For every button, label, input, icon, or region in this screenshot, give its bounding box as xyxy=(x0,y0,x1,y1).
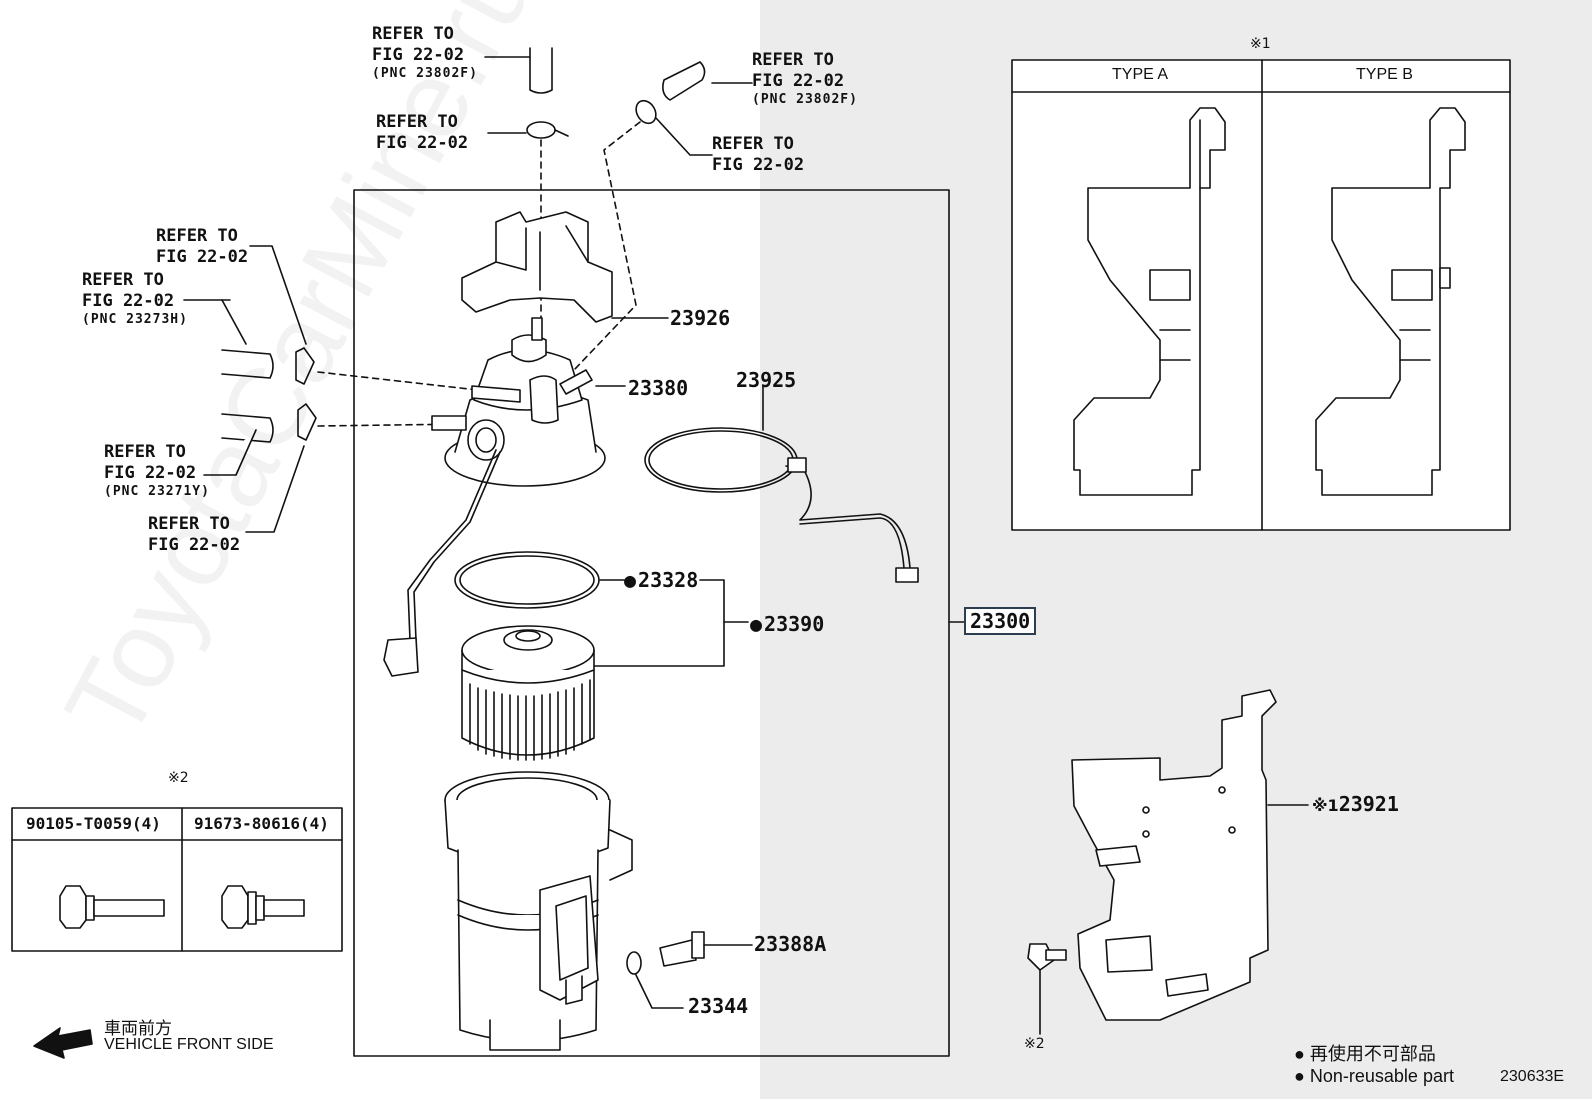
bracket-23921 xyxy=(1071,689,1309,1021)
bracket-type-a xyxy=(1073,107,1226,496)
filter-element xyxy=(461,625,595,761)
part-23388A: 23388A xyxy=(754,932,827,956)
part-23344: 23344 xyxy=(688,994,749,1018)
part-23328: 23328 xyxy=(624,568,698,592)
drain-plug xyxy=(659,931,753,967)
filter-head xyxy=(431,317,626,487)
bracket-bolt xyxy=(1027,943,1067,1035)
right-clamp xyxy=(635,99,713,156)
type-b-header: TYPE B xyxy=(1356,66,1413,83)
note1-mark: ※1 xyxy=(1250,36,1271,52)
sensor-wire-left xyxy=(383,449,501,677)
note1-label-mark: ※1 xyxy=(1312,796,1339,815)
bolt-table xyxy=(11,807,343,952)
direction-en: VEHICLE FRONT SIDE xyxy=(104,1036,274,1053)
legend-dot-icon: ● xyxy=(1294,1044,1310,1064)
part-23300-assembly: 23300 xyxy=(964,607,1037,635)
filter-bowl xyxy=(444,771,633,1051)
non-reusable-dot-icon xyxy=(624,568,638,592)
filter-cap-cover xyxy=(461,211,669,323)
part-23390: 23390 xyxy=(750,612,824,636)
type-a-header: TYPE A xyxy=(1112,66,1169,83)
small-oring xyxy=(626,951,684,1009)
figure-code: 230633E xyxy=(1500,1068,1565,1085)
legend-en: ● Non-reusable part xyxy=(1294,1066,1454,1086)
front-arrow xyxy=(33,1027,93,1059)
non-reusable-dot-icon xyxy=(750,612,764,636)
part-23380: 23380 xyxy=(628,376,689,400)
direction-jp: 車両前方 xyxy=(104,1019,172,1038)
part-23925: 23925 xyxy=(736,368,797,392)
bolt-header-1: 90105-T0059(4) xyxy=(26,814,161,833)
upper-clamp xyxy=(487,121,569,139)
part-23926: 23926 xyxy=(670,306,731,330)
note2-table-mark: ※2 xyxy=(168,770,189,786)
left-hoses xyxy=(183,245,317,533)
bracket-type-b xyxy=(1315,107,1466,496)
bolt-header-2: 91673-80616(4) xyxy=(194,814,329,833)
note2-mark: ※2 xyxy=(1024,1036,1045,1052)
legend-dot-icon: ● xyxy=(1294,1066,1310,1086)
upper-hose xyxy=(484,47,553,94)
part-23921: ※123921 xyxy=(1312,792,1399,816)
assembly-box xyxy=(353,189,950,1057)
legend-jp: ● 再使用不可部品 xyxy=(1294,1044,1436,1064)
oring-23328 xyxy=(454,551,749,667)
oring-23925 xyxy=(644,384,919,583)
right-hose xyxy=(662,61,753,101)
